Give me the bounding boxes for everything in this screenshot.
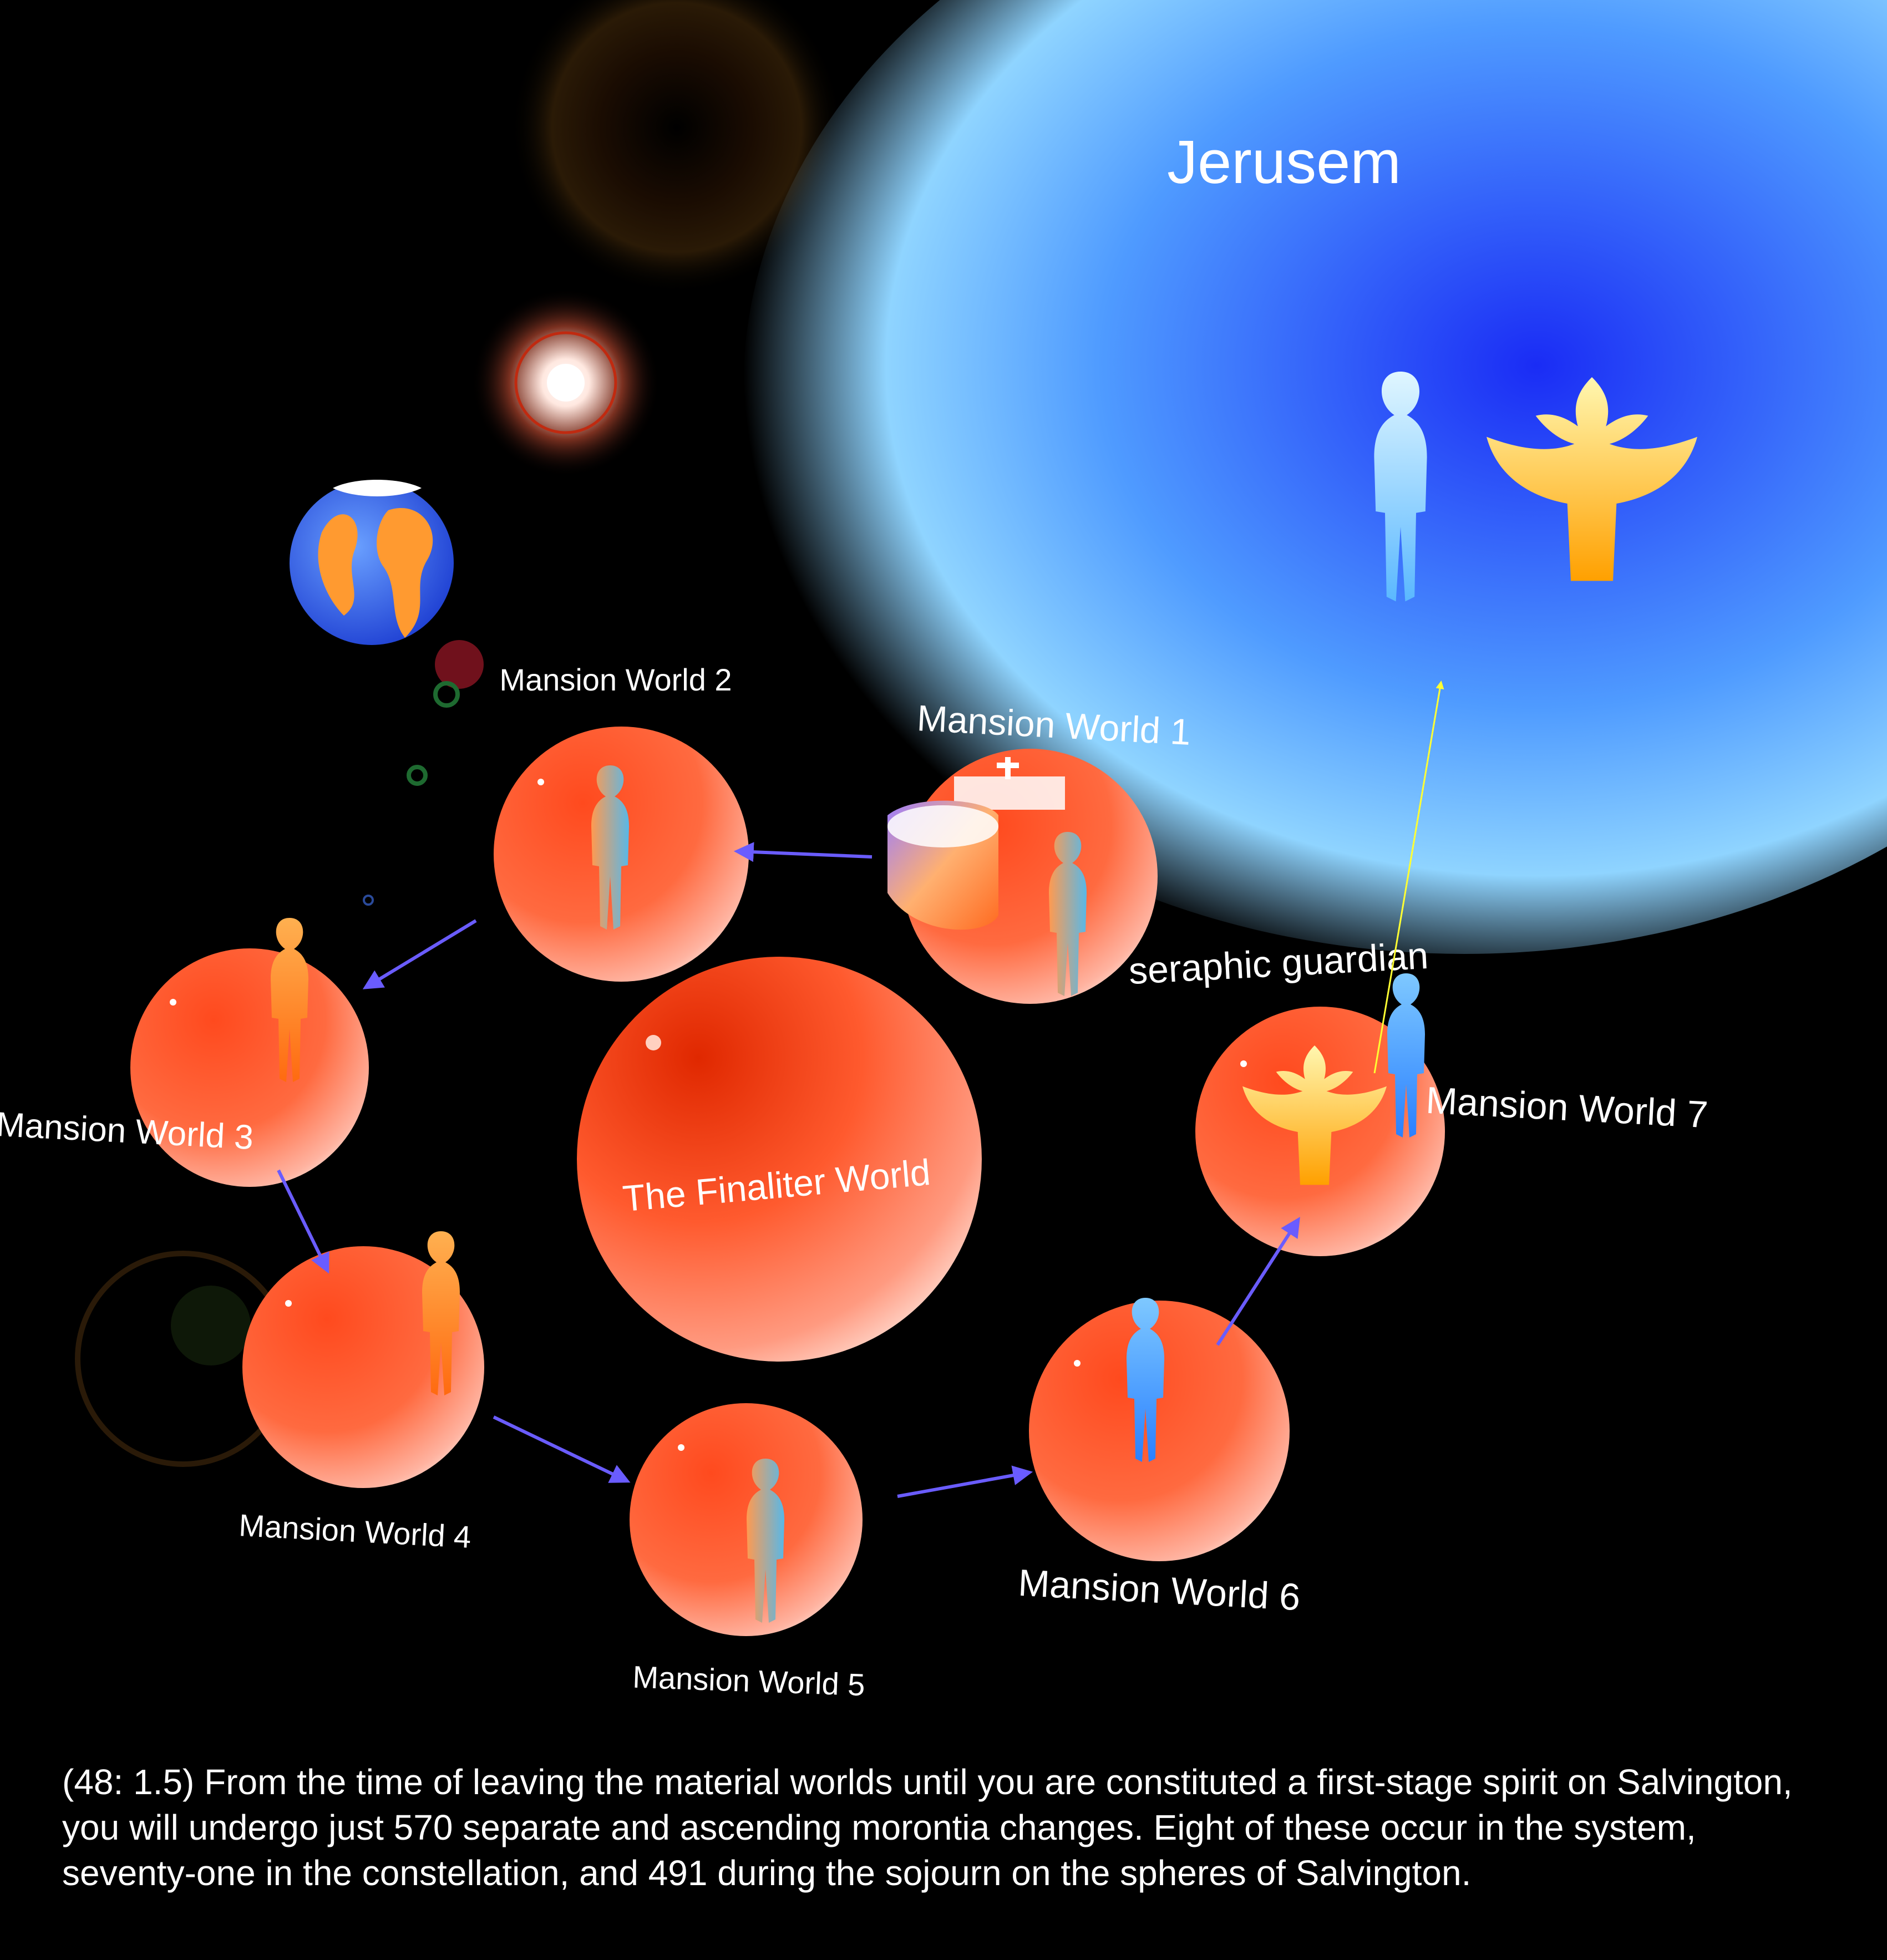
mansion-world-1 xyxy=(887,749,1158,1004)
seraphic-guardian-label: seraphic guardian xyxy=(1128,935,1429,992)
flare-dot-green xyxy=(433,681,460,708)
flare-dot-red xyxy=(435,640,484,689)
caption-line-1: (48: 1.5) From the time of leaving the m… xyxy=(62,1762,1793,1802)
star-ring xyxy=(514,331,617,434)
arrow-world-1-to-2 xyxy=(733,842,873,862)
mansion-world-5 xyxy=(630,1403,863,1636)
jerusem-label: Jerusem xyxy=(1167,128,1401,196)
diagram-scene: Jerusem The Finaliter World Mansion Worl… xyxy=(0,0,1887,1736)
arrow-world-4-to-5 xyxy=(493,1415,631,1483)
mansion-world-4 xyxy=(242,1231,484,1488)
flare-disc-lower xyxy=(171,1286,251,1365)
mansion-world-7-label: Mansion World 7 xyxy=(1425,1079,1709,1136)
mansion-world-4-label: Mansion World 4 xyxy=(238,1507,472,1555)
star-core xyxy=(547,364,585,402)
arrow-world-7-to-jerusem xyxy=(1373,681,1444,1074)
lens-flare-halo xyxy=(510,0,843,294)
caption-background xyxy=(0,1736,1887,1960)
earth-globe xyxy=(290,480,454,645)
caption-line-2: you will undergo just 570 separate and a… xyxy=(62,1807,1696,1847)
finaliter-highlight xyxy=(646,1035,661,1050)
mansion-world-6 xyxy=(1029,1298,1290,1561)
arrow-world-6-to-7 xyxy=(1216,1216,1300,1346)
caption-line-3: seventy-one in the constellation, and 49… xyxy=(62,1853,1472,1893)
mansion-world-2 xyxy=(494,727,749,982)
mansion-world-5-label: Mansion World 5 xyxy=(632,1659,865,1703)
flare-dot-blue xyxy=(363,895,374,906)
diagram-canvas: Jerusem The Finaliter World Mansion Worl… xyxy=(0,0,1887,1703)
arrow-world-5-to-6 xyxy=(897,1465,1033,1498)
mansion-world-2-label: Mansion World 2 xyxy=(499,662,732,697)
mansion-world-3 xyxy=(130,918,369,1187)
arrow-world-3-to-4 xyxy=(277,1169,329,1274)
mansion-world-7 xyxy=(1195,973,1445,1256)
flare-dot-green-small xyxy=(407,765,428,786)
quote-caption: (48: 1.5) From the time of leaving the m… xyxy=(62,1759,1876,1896)
arrow-world-2-to-3 xyxy=(362,919,477,989)
mansion-world-6-label: Mansion World 6 xyxy=(1017,1562,1301,1619)
finaliter-world-sphere xyxy=(577,957,982,1362)
jerusem-sphere xyxy=(743,0,1887,954)
